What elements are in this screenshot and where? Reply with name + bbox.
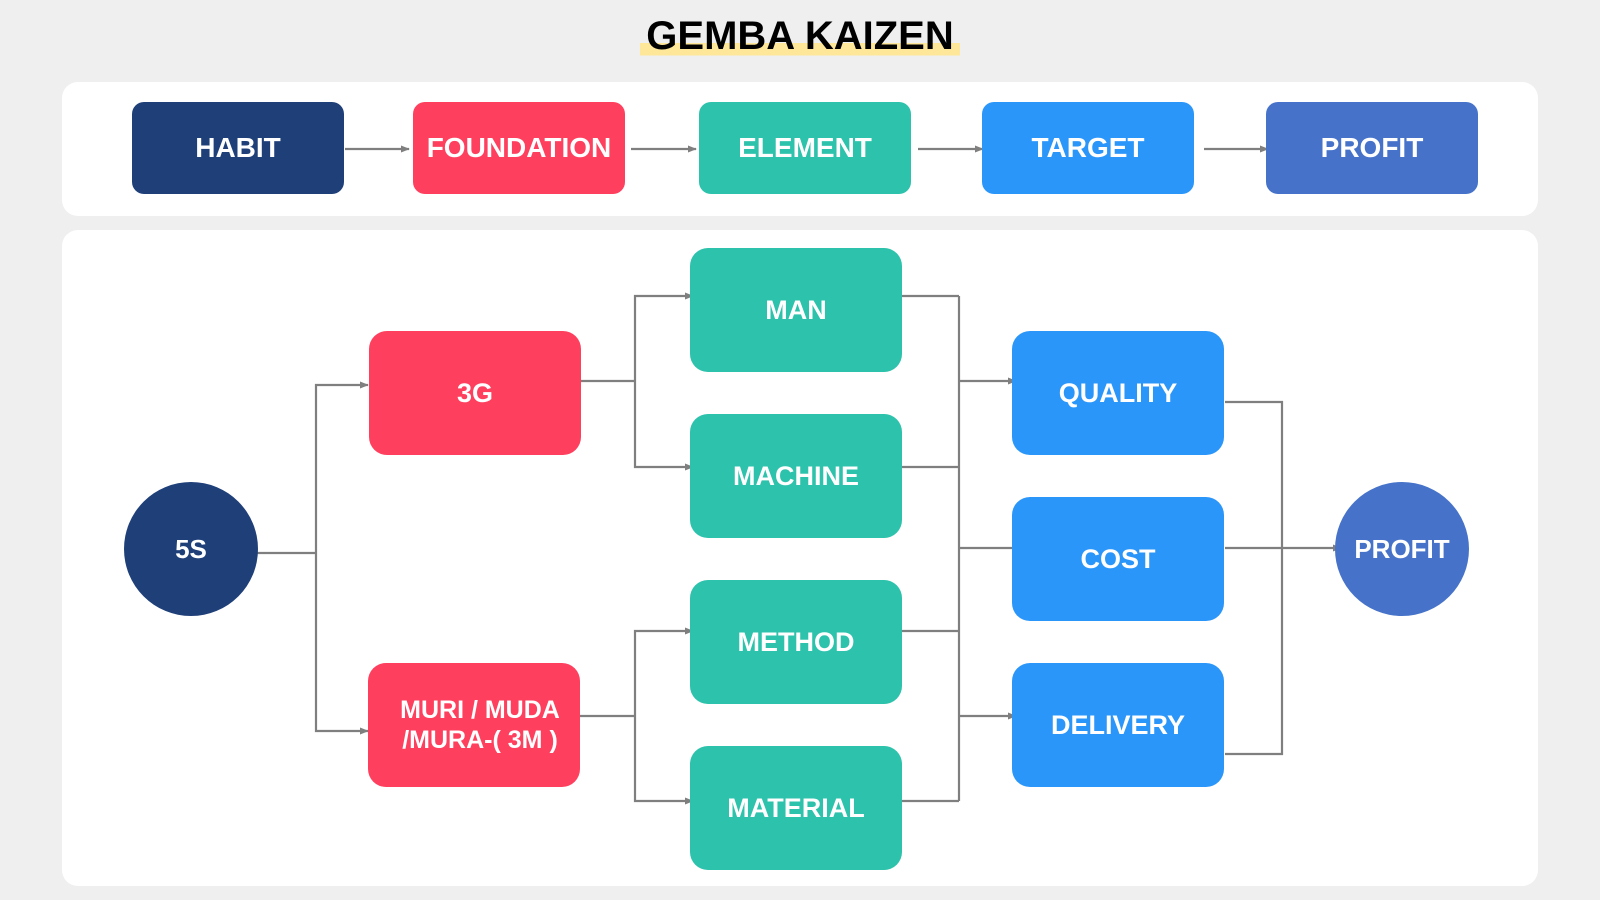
step-foundation: FOUNDATION	[413, 102, 625, 194]
node-3g: 3G	[369, 331, 581, 455]
node-delivery: DELIVERY	[1012, 663, 1224, 787]
node-5s: 5S	[124, 482, 258, 616]
node-method: METHOD	[690, 580, 902, 704]
node-cost: COST	[1012, 497, 1224, 621]
node-machine: MACHINE	[690, 414, 902, 538]
step-element: ELEMENT	[699, 102, 911, 194]
node-material: MATERIAL	[690, 746, 902, 870]
page-title-text: GEMBA KAIZEN	[640, 8, 960, 62]
step-target: TARGET	[982, 102, 1194, 194]
node-man: MAN	[690, 248, 902, 372]
node-muri-muda-mura: MURI / MUDA /MURA-( 3M )	[368, 663, 580, 787]
step-habit: HABIT	[132, 102, 344, 194]
node-muri-line-1: MURI / MUDA	[400, 696, 560, 724]
step-profit: PROFIT	[1266, 102, 1478, 194]
node-muri-text: MURI / MUDA /MURA-( 3M )	[400, 695, 560, 755]
node-quality: QUALITY	[1012, 331, 1224, 455]
node-muri-line-2: /MURA-( 3M )	[402, 726, 558, 754]
page-title: GEMBA KAIZEN	[0, 8, 1600, 68]
node-profit: PROFIT	[1335, 482, 1469, 616]
